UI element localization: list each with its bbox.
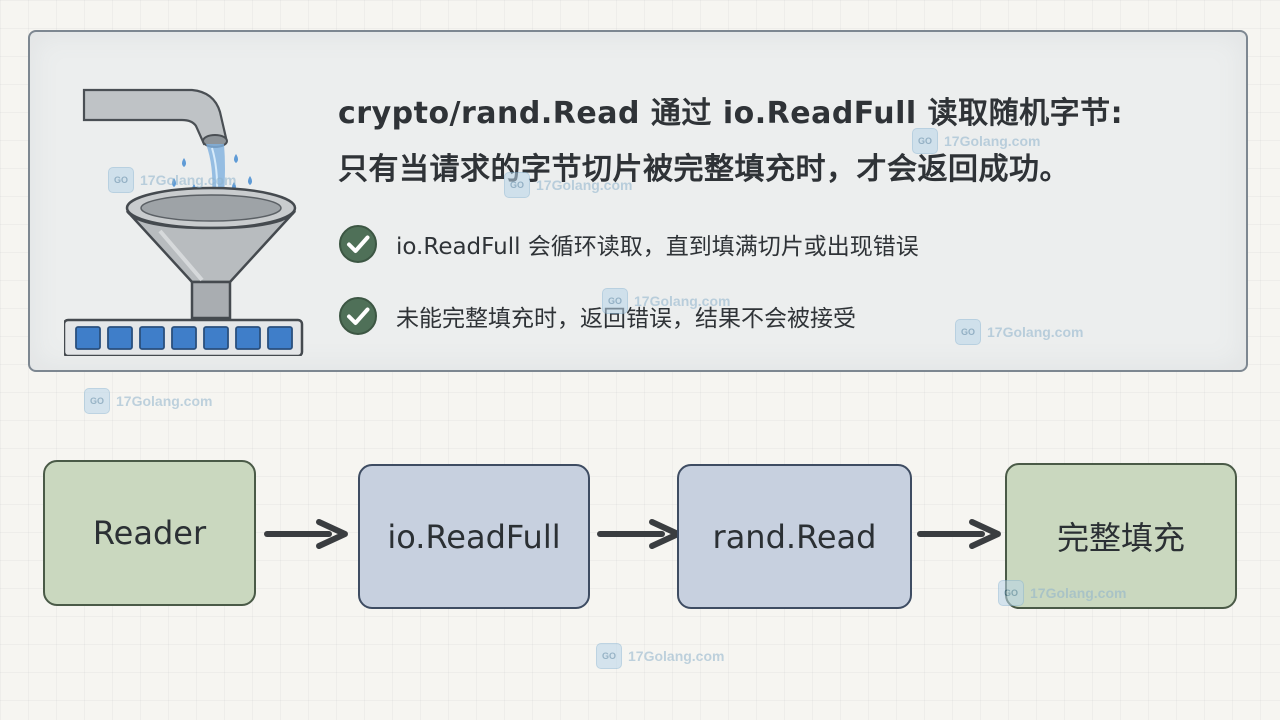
pipe-funnel-illustration-icon (64, 88, 304, 356)
arrow-right-icon (597, 519, 681, 549)
bullet-item: io.ReadFull 会循环读取，直到填满切片或出现错误 (338, 222, 919, 266)
bullet-text: 未能完整填充时，返回错误，结果不会被接受 (396, 306, 856, 332)
bullet-item: 未能完整填充时，返回错误，结果不会被接受 (338, 294, 856, 338)
flow-node-reader: Reader (43, 460, 256, 606)
flow-node-label: io.ReadFull (387, 517, 561, 556)
flow-node-fully-filled: 完整填充 (1005, 463, 1237, 609)
arrow-right-icon (264, 519, 348, 549)
flow-node-label: Reader (92, 514, 207, 552)
check-circle-icon (339, 225, 377, 263)
flow-node-rand-read: rand.Read (677, 464, 912, 609)
check-circle-icon (339, 297, 377, 335)
panel-headline: crypto/rand.Read 通过 io.ReadFull 读取随机字节: … (338, 86, 1218, 198)
flow-node-io-readfull: io.ReadFull (358, 464, 590, 609)
watermark: GO 17Golang.com (596, 643, 724, 669)
flow-node-label: 完整填充 (1056, 519, 1185, 557)
watermark-text: 17Golang.com (628, 648, 725, 664)
flow-node-label: rand.Read (712, 517, 877, 556)
watermark-text: 17Golang.com (116, 393, 213, 409)
watermark-logo-icon: GO (596, 643, 622, 669)
headline-line-1: crypto/rand.Read 通过 io.ReadFull 读取随机字节: (338, 96, 1124, 131)
headline-line-2: 只有当请求的字节切片被完整填充时，才会返回成功。 (338, 152, 1070, 187)
explanation-panel: crypto/rand.Read 通过 io.ReadFull 读取随机字节: … (28, 30, 1248, 372)
arrow-right-icon (917, 519, 1001, 549)
watermark: GO 17Golang.com (84, 388, 212, 414)
watermark-logo-icon: GO (84, 388, 110, 414)
bullet-text: io.ReadFull 会循环读取，直到填满切片或出现错误 (396, 234, 919, 260)
